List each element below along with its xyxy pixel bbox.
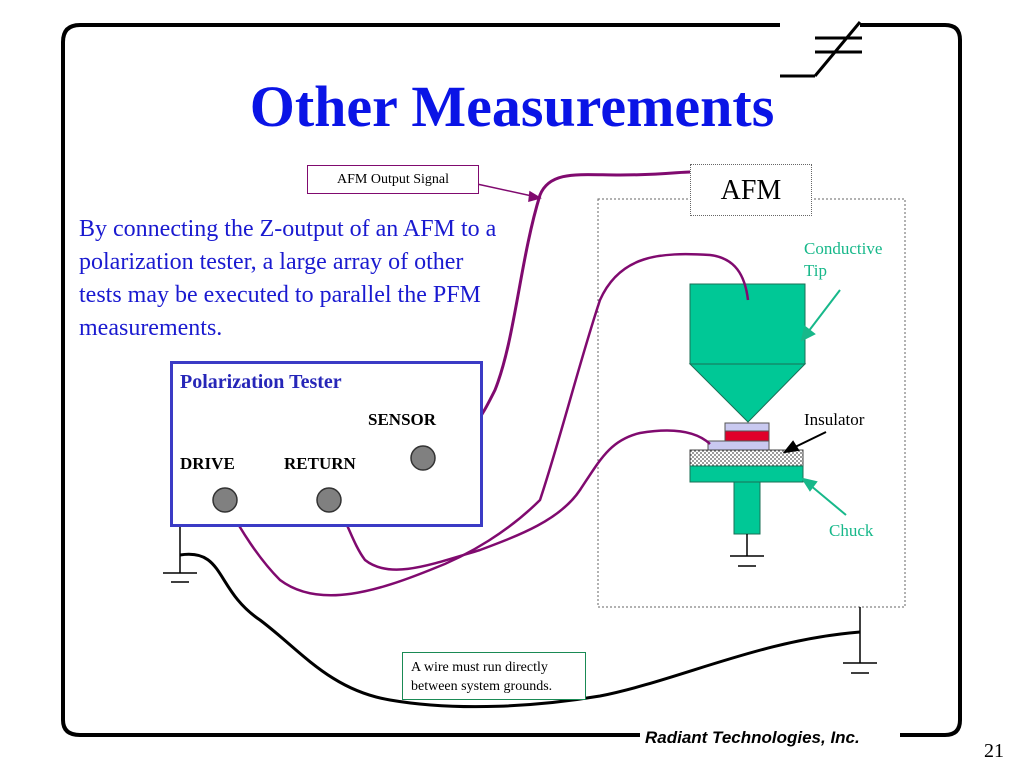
afm-label: AFM: [690, 164, 812, 216]
ground-wire: [179, 552, 861, 709]
chuck-ground-icon: [730, 534, 764, 567]
return-wire: [329, 429, 711, 571]
company-name: Radiant Technologies, Inc.: [642, 728, 863, 748]
page-number: 21: [984, 740, 1004, 762]
conductive-tip-arrow: [800, 289, 841, 342]
conductive-tip-label: Conductive Tip: [804, 239, 883, 280]
drive-port-label: DRIVE: [180, 454, 235, 473]
sensor-port: [410, 445, 436, 471]
slide-frame: [61, 23, 962, 737]
afm-tip-cone: [688, 363, 807, 423]
chuck-arrow: [800, 477, 847, 516]
body-paragraph: By connecting the Z-output of an AFM to …: [79, 216, 497, 341]
return-port-label: RETURN: [284, 454, 356, 473]
drive-port: [212, 487, 238, 513]
return-port: [316, 487, 342, 513]
afm-output-signal-label: AFM Output Signal: [307, 165, 479, 194]
sensor-port-label: SENSOR: [368, 410, 437, 429]
chuck-label: Chuck: [829, 521, 874, 540]
ground-note-box: A wire must run directly between system …: [402, 652, 586, 700]
insulator-label: Insulator: [804, 410, 865, 429]
chuck-stem: [733, 481, 761, 535]
page-title: Other Measurements: [249, 74, 775, 139]
polarization-tester-title: Polarization Tester: [180, 371, 342, 393]
insulator-arrow: [782, 431, 827, 454]
logo-capacitor-icon: [780, 21, 862, 78]
drive-wire: [223, 252, 750, 597]
afm-ground-icon: [843, 607, 877, 674]
afm-signal-arrow: [476, 183, 542, 203]
